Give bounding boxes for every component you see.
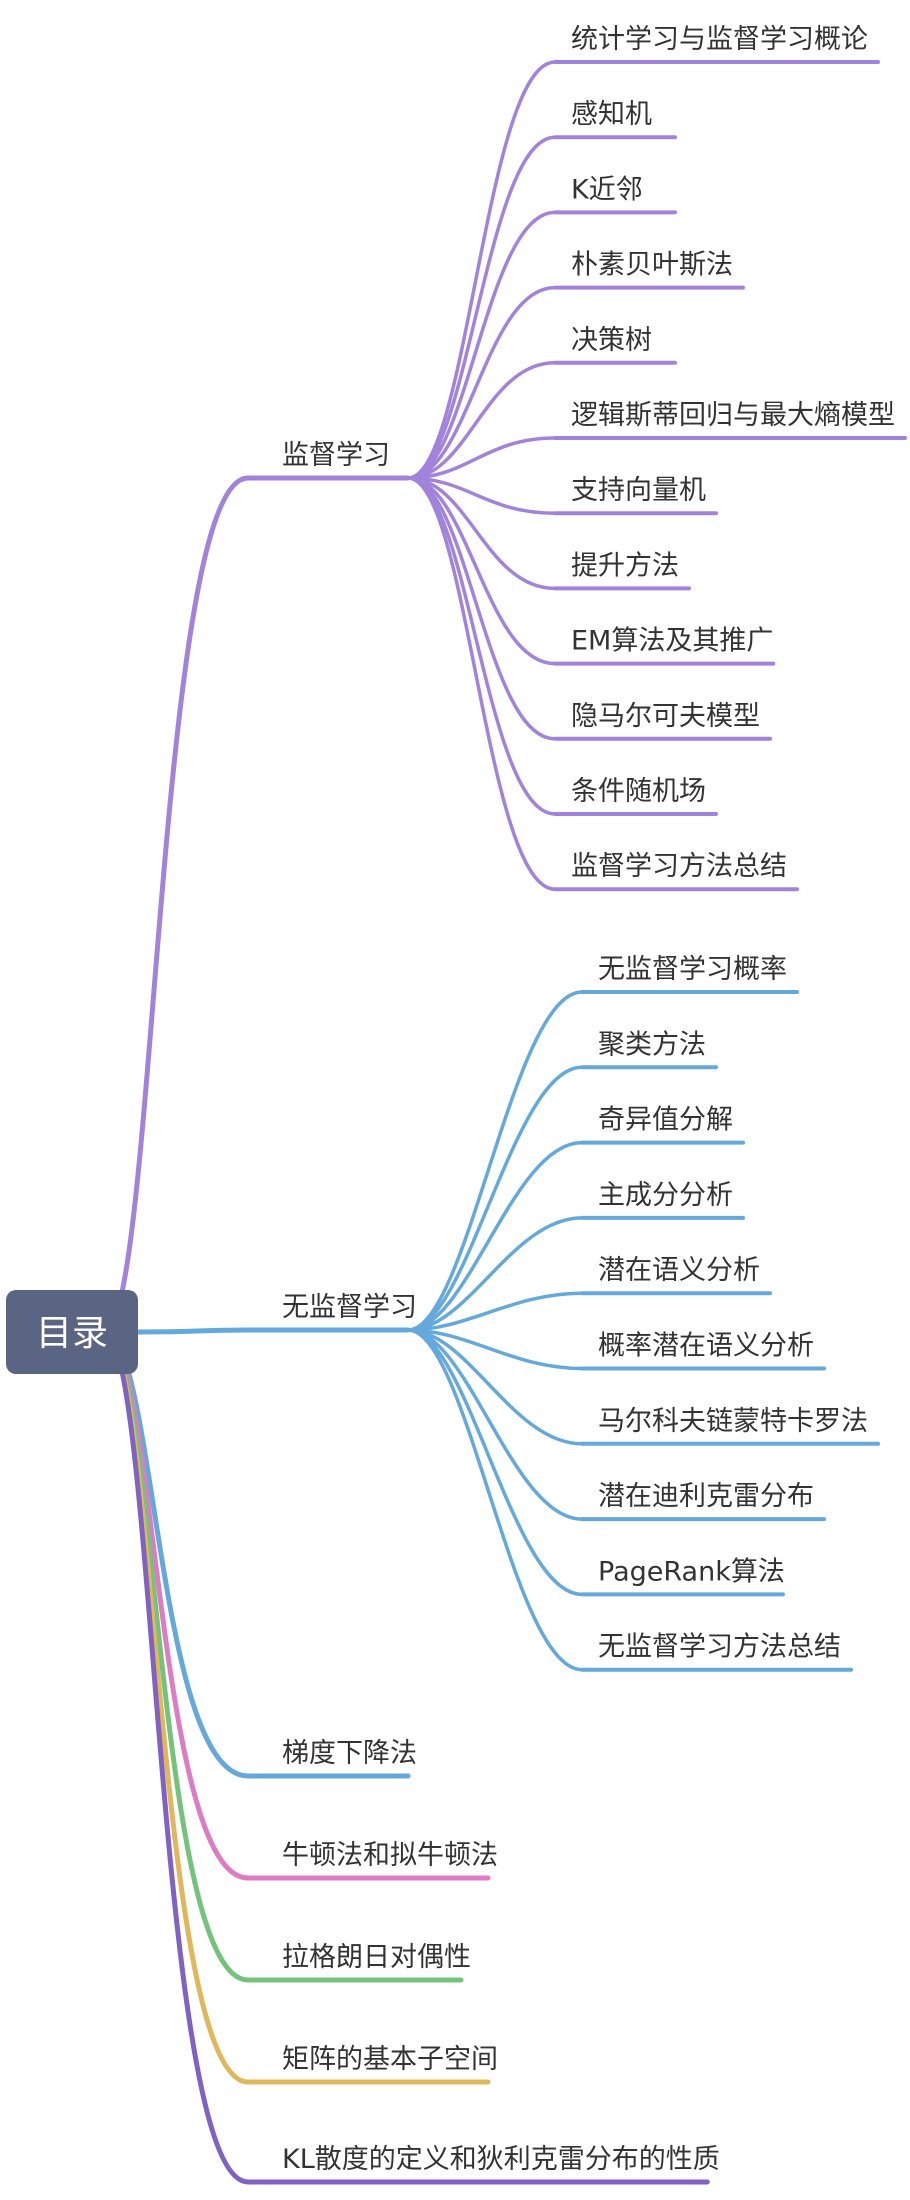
child-label: 无监督学习方法总结 bbox=[598, 1632, 841, 1663]
branch-connector bbox=[135, 1327, 251, 1335]
child-connector bbox=[406, 60, 557, 480]
child-connector bbox=[406, 1328, 584, 1672]
child-connector bbox=[406, 1291, 584, 1332]
child-node[interactable]: PageRank算法 bbox=[580, 1556, 785, 1597]
child-label: 潜在迪利克雷分布 bbox=[598, 1481, 814, 1512]
child-label: 朴素贝叶斯法 bbox=[571, 250, 733, 281]
child-connector bbox=[406, 285, 557, 480]
child-connector bbox=[406, 135, 557, 480]
child-label: 逻辑斯蒂回归与最大熵模型 bbox=[571, 400, 895, 431]
child-node[interactable]: 无监督学习方法总结 bbox=[580, 1632, 853, 1672]
child-connector bbox=[406, 476, 557, 816]
child-connector bbox=[406, 476, 557, 591]
root-node-label: 目录 bbox=[36, 1313, 108, 1354]
child-label: 感知机 bbox=[571, 99, 652, 130]
child-connector bbox=[406, 1328, 584, 1597]
child-node[interactable]: 主成分分析 bbox=[580, 1180, 745, 1220]
branch-2[interactable]: 无监督学习 bbox=[245, 1292, 417, 1333]
branch-label: 拉格朗日对偶性 bbox=[282, 1942, 471, 1973]
branch-connector bbox=[101, 1329, 251, 2185]
branch-5[interactable]: 拉格朗日对偶性 bbox=[245, 1942, 471, 1983]
branch-label: KL散度的定义和狄利克雷分布的性质 bbox=[282, 2144, 720, 2175]
child-label: 潜在语义分析 bbox=[598, 1255, 760, 1286]
child-node[interactable]: 感知机 bbox=[553, 99, 677, 140]
child-node[interactable]: 决策树 bbox=[553, 325, 677, 365]
child-node[interactable]: 马尔科夫链蒙特卡罗法 bbox=[580, 1406, 880, 1446]
child-node[interactable]: 提升方法 bbox=[553, 550, 691, 591]
root-node-box bbox=[6, 1290, 138, 1374]
branch-label: 梯度下降法 bbox=[282, 1738, 417, 1769]
child-node[interactable]: K近邻 bbox=[553, 174, 677, 215]
child-node[interactable]: 潜在语义分析 bbox=[580, 1255, 772, 1296]
child-label: 监督学习方法总结 bbox=[571, 851, 787, 882]
child-connector bbox=[406, 990, 584, 1332]
child-node[interactable]: 朴素贝叶斯法 bbox=[553, 250, 745, 290]
child-label: 决策树 bbox=[571, 325, 652, 356]
child-connector bbox=[406, 1140, 584, 1332]
child-connector bbox=[406, 1328, 584, 1521]
child-label: 统计学习与监督学习概论 bbox=[571, 24, 868, 55]
child-label: 马尔科夫链蒙特卡罗法 bbox=[598, 1406, 868, 1437]
child-label: 条件随机场 bbox=[571, 776, 706, 807]
child-connector bbox=[406, 476, 557, 666]
child-label: 支持向量机 bbox=[571, 475, 706, 506]
child-connector bbox=[406, 476, 557, 515]
child-connector bbox=[406, 476, 557, 741]
child-node[interactable]: 潜在迪利克雷分布 bbox=[580, 1481, 826, 1522]
child-label: 概率潜在语义分析 bbox=[598, 1331, 814, 1362]
root-node[interactable]: 目录 bbox=[6, 1290, 138, 1374]
child-label: PageRank算法 bbox=[598, 1556, 785, 1587]
child-node[interactable]: EM算法及其推广 bbox=[553, 626, 776, 666]
branch-3[interactable]: 梯度下降法 bbox=[245, 1738, 417, 1779]
branch-label: 矩阵的基本子空间 bbox=[282, 2044, 498, 2075]
branch-1[interactable]: 监督学习 bbox=[245, 440, 411, 481]
child-label: EM算法及其推广 bbox=[571, 626, 773, 657]
child-label: 聚类方法 bbox=[598, 1029, 706, 1060]
branch-connector bbox=[101, 1329, 251, 1983]
branch-label: 无监督学习 bbox=[282, 1292, 417, 1323]
branch-label: 监督学习 bbox=[282, 440, 390, 471]
child-connector bbox=[406, 436, 557, 480]
child-connector bbox=[406, 361, 557, 480]
child-connector bbox=[406, 1328, 584, 1371]
child-node[interactable]: 支持向量机 bbox=[553, 475, 718, 516]
child-connector bbox=[406, 210, 557, 480]
branch-7[interactable]: KL散度的定义和狄利克雷分布的性质 bbox=[245, 2144, 720, 2185]
child-node[interactable]: 条件随机场 bbox=[553, 776, 718, 816]
child-node[interactable]: 概率潜在语义分析 bbox=[580, 1331, 826, 1371]
child-node[interactable]: 聚类方法 bbox=[580, 1029, 718, 1070]
child-connector bbox=[406, 1065, 584, 1332]
branch-6[interactable]: 矩阵的基本子空间 bbox=[245, 2044, 498, 2085]
child-label: 隐马尔可夫模型 bbox=[571, 701, 760, 732]
branch-label: 牛顿法和拟牛顿法 bbox=[282, 1840, 498, 1871]
branch-connector bbox=[101, 1329, 251, 1881]
child-node[interactable]: 统计学习与监督学习概论 bbox=[553, 24, 880, 64]
child-node[interactable]: 监督学习方法总结 bbox=[553, 851, 799, 892]
child-connector bbox=[406, 1216, 584, 1332]
child-connector bbox=[406, 476, 557, 891]
child-label: 无监督学习概率 bbox=[598, 954, 787, 985]
child-label: 奇异值分解 bbox=[598, 1105, 733, 1136]
branch-4[interactable]: 牛顿法和拟牛顿法 bbox=[245, 1840, 498, 1881]
branch-connector bbox=[101, 475, 251, 1335]
child-node[interactable]: 无监督学习概率 bbox=[580, 954, 799, 994]
child-connector bbox=[406, 1328, 584, 1446]
child-node[interactable]: 隐马尔可夫模型 bbox=[553, 701, 772, 741]
child-label: 主成分分析 bbox=[598, 1180, 733, 1211]
child-label: 提升方法 bbox=[571, 550, 679, 581]
child-node[interactable]: 奇异值分解 bbox=[580, 1105, 745, 1145]
child-node[interactable]: 逻辑斯蒂回归与最大熵模型 bbox=[553, 400, 907, 440]
child-label: K近邻 bbox=[571, 174, 643, 205]
